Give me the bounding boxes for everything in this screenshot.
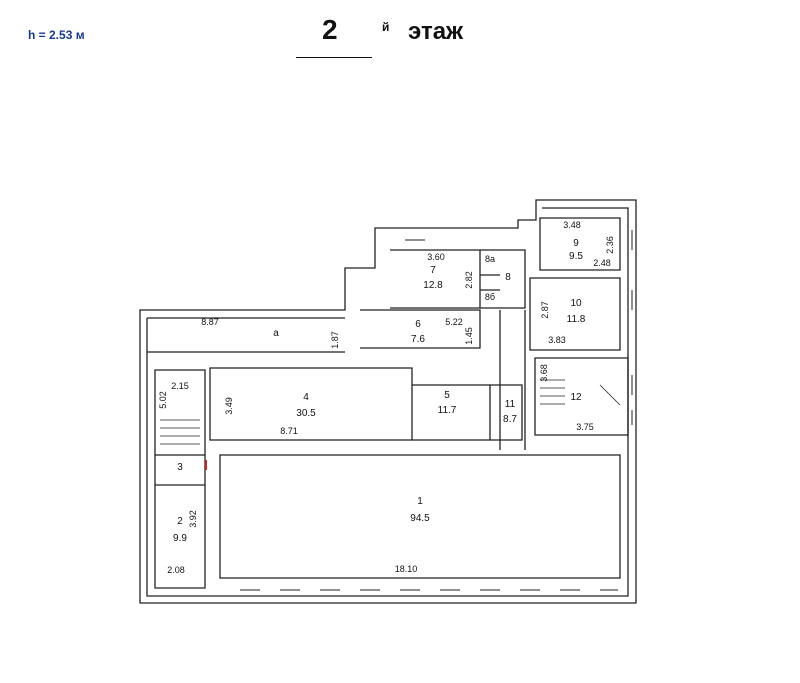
dim-2-08: 2.08 [167,565,185,575]
room-12-number: 12 [570,392,582,403]
room-6-number: 6 [415,319,421,330]
dim-5-22: 5.22 [445,317,463,327]
dim-3-60: 3.60 [427,252,445,262]
room-4-number: 4 [303,392,309,403]
dim-8-87: 8.87 [201,317,219,327]
dim-1-87: 1.87 [330,331,340,349]
room-10-area: 11.8 [567,314,586,325]
room-2-number: 2 [177,516,183,527]
room-8a-number: 8а [485,254,495,264]
room-11-number: 11 [505,399,516,410]
dim-8-71: 8.71 [280,426,298,436]
dim-1-45: 1.45 [464,327,474,345]
room-1-area: 94.5 [410,513,430,524]
room-a-label: а [273,328,279,339]
dim-5-02: 5.02 [158,391,168,409]
dim-3-83: 3.83 [548,335,566,345]
room-7-area: 12.8 [423,280,443,291]
room-4-area: 30.5 [296,408,316,419]
floor-number-suffix: й [382,20,390,34]
room-10-number: 10 [570,298,582,309]
dim-3-49: 3.49 [224,397,234,415]
floor-plan-walls [139,199,637,604]
room-2-area: 9.9 [173,533,187,544]
room-8-number: 8 [505,272,511,283]
dim-2-87: 2.87 [540,301,550,319]
room-1-number: 1 [417,496,423,507]
room-5-number: 5 [444,390,450,401]
room-6-area: 7.6 [411,334,425,345]
stairs [160,379,621,445]
room-5-area: 11.7 [438,405,457,416]
stair-marker [205,460,207,470]
room-11-area: 8.7 [503,414,517,425]
room-3-number: 3 [177,462,183,473]
dim-3-68: 3.68 [539,364,549,382]
dim-3-75: 3.75 [576,422,594,432]
ceiling-height-label: h = 2.53 м [28,28,85,42]
room-7-number: 7 [430,265,436,276]
room-8b-number: 8б [485,292,495,302]
dim-2-36: 2.36 [605,236,615,254]
dim-18-10: 18.10 [395,564,418,574]
room-9-area: 9.5 [569,251,583,262]
floor-number-underline [296,57,372,58]
dim-2-48: 2.48 [593,258,611,268]
dim-2-15: 2.15 [171,381,189,391]
room-9-number: 9 [573,238,579,249]
dim-2-82: 2.82 [464,271,474,289]
dim-3-92: 3.92 [188,510,198,528]
floor-title: этаж [408,18,464,45]
floor-number: 2 [322,14,338,45]
dim-3-48: 3.48 [563,220,581,230]
windows [240,227,633,591]
